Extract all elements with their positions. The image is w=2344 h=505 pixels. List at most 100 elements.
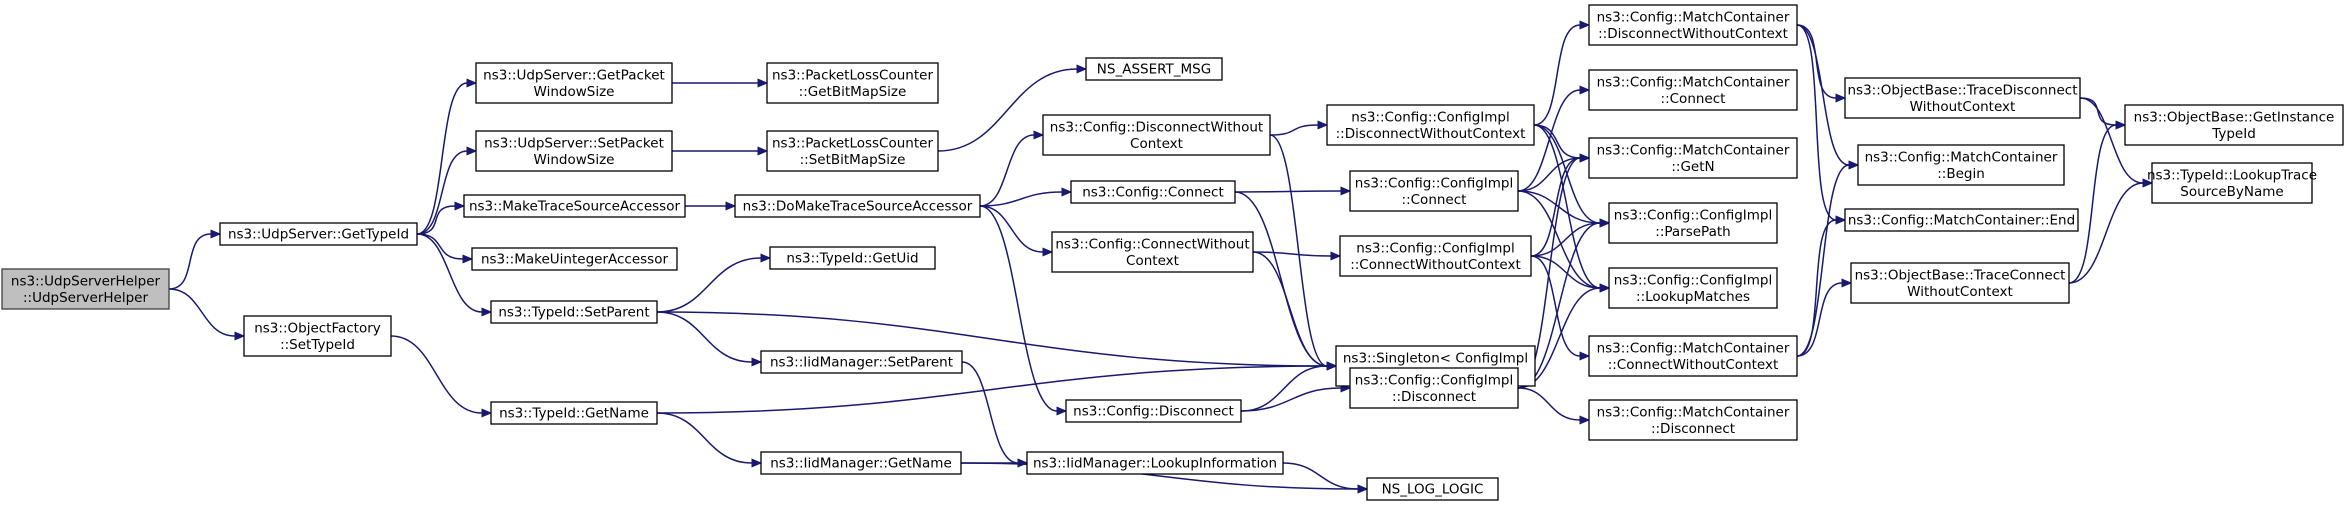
node-matchcontainer-connect[interactable]: ns3::Config::MatchContainer::Connect [1588,69,1798,111]
node-config-connectwithoutcontext-label-line: ns3::Config::ConnectWithout [1055,236,1249,252]
edge-iidmanager-lookupinformation-to-ns-log-logic [1282,462,1369,494]
edge-typeid-setparent-to-iidmanager-setparent [656,311,763,367]
node-typeid-getuid[interactable]: ns3::TypeId::GetUid [769,246,936,270]
node-matchcontainer-disconnect-label-line: ns3::Config::MatchContainer [1597,404,1790,420]
node-objectfactory-settypeid-label-line: ::SetTypeId [280,337,355,353]
node-maketracesourceaccessor[interactable]: ns3::MakeTraceSourceAccessor [463,194,686,218]
node-iidmanager-lookupinformation[interactable]: ns3::IidManager::LookupInformation [1026,451,1284,475]
node-configimpl-connect[interactable]: ns3::Config::ConfigImpl::Connect [1349,170,1519,212]
node-configimpl-disconnect[interactable]: ns3::Config::ConfigImpl::Disconnect [1349,367,1519,409]
edge-arrowhead [1317,120,1329,130]
node-matchcontainer-end-label-line: ns3::Config::MatchContainer::End [1848,213,2075,229]
edge-config-connect-to-configimpl-connect [1234,186,1352,196]
node-config-disconnectwithoutcontext-box [1042,114,1271,156]
node-packetlosscounter-setbitmapsize[interactable]: ns3::PacketLossCounter::SetBitMapSize [766,130,939,172]
node-packetlosscounter-getbitmapsize[interactable]: ns3::PacketLossCounter::GetBitMapSize [766,62,939,104]
node-matchcontainer-connectwithoutcontext[interactable]: ns3::Config::MatchContainer::ConnectWith… [1588,335,1798,377]
node-matchcontainer-getn-label-line: ns3::Config::MatchContainer [1597,142,1790,158]
node-matchcontainer-disconnect-box [1588,399,1798,441]
edge-line [390,335,483,414]
node-udpserver-gettypeid-box [219,222,418,246]
node-udpserver-setpacketwindowsize-label-line: WindowSize [534,152,615,168]
node-matchcontainer-disconnectwithoutcontext-label-line: ::DisconnectWithoutContext [1598,26,1788,42]
node-objectfactory-settypeid-box [243,315,392,357]
edge-arrowhead [1056,406,1068,416]
edge-udpserver-gettypeid-to-typeid-setparent [416,233,493,317]
node-makeuintegeraccessor[interactable]: ns3::MakeUintegerAccessor [471,247,678,271]
edge-arrowhead [1326,361,1338,371]
node-ns-assert-msg-box [1085,57,1223,81]
node-matchcontainer-getn[interactable]: ns3::Config::MatchContainer::GetN [1588,137,1798,179]
node-objectbase-traceconnectwithoutcontext[interactable]: ns3::ObjectBase::TraceConnectWithoutCont… [1850,262,2070,304]
edge-line [1796,282,1843,357]
edge-line [1530,255,1601,289]
edge-configimpl-disconnectwithoutcontext-to-matchcontainer-disconnectwithoutcontext [1533,20,1591,126]
node-typeid-getname[interactable]: ns3::TypeId::GetName [490,401,658,425]
node-config-connectwithoutcontext-box [1051,231,1254,273]
node-config-disconnectwithoutcontext[interactable]: ns3::Config::DisconnectWithoutContext [1042,114,1271,156]
node-iidmanager-getname[interactable]: ns3::IidManager::GetName [760,451,962,475]
node-config-disconnect[interactable]: ns3::Config::Disconnect [1065,399,1242,423]
node-packetlosscounter-getbitmapsize-label-line: ns3::PacketLossCounter [772,67,933,83]
node-iidmanager-setparent[interactable]: ns3::IidManager::SetParent [760,350,963,374]
node-typeid-setparent[interactable]: ns3::TypeId::SetParent [490,300,658,324]
node-udpserver-gettypeid[interactable]: ns3::UdpServer::GetTypeId [219,222,418,246]
node-objectbase-tracedisconnectwithoutcontext-label-line: WithoutContext [1910,99,2016,115]
edge-arrowhead [1579,85,1591,95]
node-typeid-getuid-box [769,246,936,270]
node-configimpl-connect-label-line: ::Connect [1402,192,1467,208]
node-udpserverhelper[interactable]: ns3::UdpServerHelper::UdpServerHelper [1,268,170,310]
edge-line [1269,124,1319,136]
node-configimpl-connectwithoutcontext[interactable]: ns3::Config::ConfigImpl::ConnectWithoutC… [1339,235,1532,277]
node-configimpl-connectwithoutcontext-label-line: ns3::Config::ConfigImpl [1356,240,1514,256]
edge-arrowhead [1848,160,1860,170]
node-domaketracesourceaccessor[interactable]: ns3::DoMakeTraceSourceAccessor [734,194,981,218]
node-config-connectwithoutcontext[interactable]: ns3::Config::ConnectWithoutContext [1051,231,1254,273]
edge-line [656,311,753,363]
node-matchcontainer-begin-label-line: ns3::Config::MatchContainer [1865,149,2058,165]
node-ns-log-logic[interactable]: NS_LOG_LOGIC [1366,477,1499,501]
node-matchcontainer-connect-label-line: ::Connect [1661,91,1726,107]
node-matchcontainer-connect-box [1588,69,1798,111]
node-configimpl-parsepath-label-line: ns3::Config::ConfigImpl [1614,207,1772,223]
node-matchcontainer-end[interactable]: ns3::Config::MatchContainer::End [1844,208,2079,232]
node-ns-assert-msg[interactable]: NS_ASSERT_MSG [1085,57,1223,81]
edge-line [1796,24,1850,166]
node-typeid-setparent-label-line: ns3::TypeId::SetParent [498,305,649,321]
edge-arrowhead [1017,458,1029,468]
node-matchcontainer-disconnect[interactable]: ns3::Config::MatchContainer::Disconnect [1588,399,1798,441]
node-config-connect-label-line: ns3::Config::Connect [1082,185,1224,201]
node-config-connect[interactable]: ns3::Config::Connect [1070,180,1236,204]
node-configimpl-disconnectwithoutcontext[interactable]: ns3::Config::ConfigImpl::DisconnectWitho… [1326,104,1535,146]
edge-config-disconnect-to-singleton-configimpl-get [1240,361,1338,412]
node-udpserver-getpacketwindowsize-label-line: WindowSize [534,84,615,100]
node-objectbase-traceconnectwithoutcontext-label-line: WithoutContext [1907,284,2013,300]
edge-line [937,68,1078,152]
node-configimpl-parsepath[interactable]: ns3::Config::ConfigImpl::ParsePath [1608,202,1778,244]
node-objectfactory-settypeid[interactable]: ns3::ObjectFactory::SetTypeId [243,315,392,357]
edge-arrowhead [1076,64,1088,74]
node-matchcontainer-getn-box [1588,137,1798,179]
node-configimpl-lookupmatches[interactable]: ns3::Config::ConfigImpl::LookupMatches [1608,267,1778,309]
node-matchcontainer-begin[interactable]: ns3::Config::MatchContainer::Begin [1857,144,2065,186]
node-matchcontainer-disconnectwithoutcontext-label-line: ns3::Config::MatchContainer [1597,9,1790,25]
node-configimpl-disconnect-label-line: ns3::Config::ConfigImpl [1355,372,1513,388]
node-udpserverhelper-label-line: ns3::UdpServerHelper [11,273,161,289]
edge-domaketracesourceaccessor-to-config-connectwithoutcontext [979,205,1054,257]
edge-arrowhead [751,357,763,367]
edge-arrowhead [2115,120,2127,130]
edge-arrowhead [1599,218,1611,228]
edge-arrowhead [1033,130,1045,140]
edge-arrowhead [1841,278,1853,288]
edge-line [979,205,1058,412]
edge-arrowhead [1599,283,1611,293]
node-matchcontainer-end-box [1844,208,2079,232]
edge-arrowhead [760,253,772,263]
node-configimpl-connect-label-line: ns3::Config::ConfigImpl [1355,175,1513,191]
node-objectbase-tracedisconnectwithoutcontext[interactable]: ns3::ObjectBase::TraceDisconnectWithoutC… [1844,77,2081,119]
node-matchcontainer-disconnectwithoutcontext[interactable]: ns3::Config::MatchContainer::DisconnectW… [1588,4,1798,46]
